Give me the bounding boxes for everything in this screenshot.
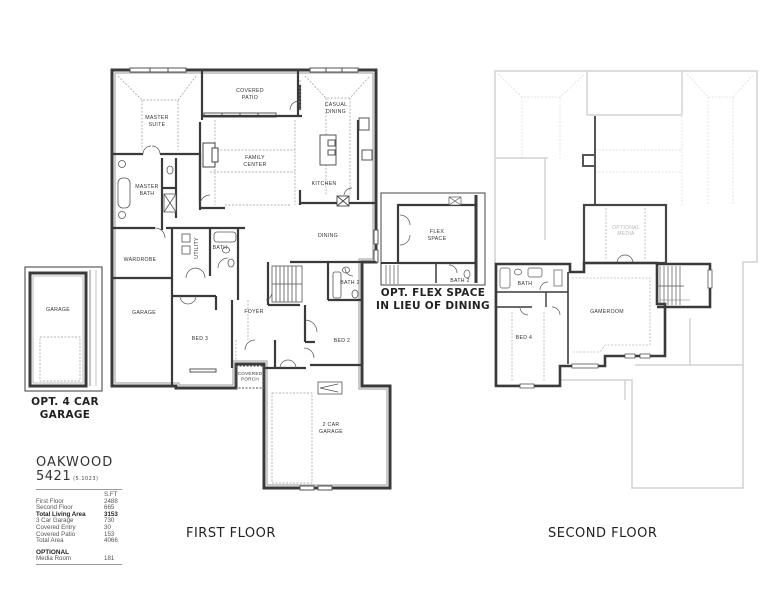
area-row: First Floor 2488: [36, 497, 122, 506]
caption-line: GARAGE: [39, 409, 91, 421]
area-value: 181: [104, 554, 115, 562]
area-value: 2488: [104, 497, 118, 505]
caption-line: OPT. FLEX SPACE: [380, 287, 486, 299]
room-bath-2: BATH 2: [340, 280, 360, 286]
area-row: 3 Car Garage 730: [36, 518, 122, 525]
room-foyer: FOYER: [244, 309, 263, 315]
covered-porch-outline: [235, 365, 265, 389]
area-label: Covered Entry: [36, 523, 76, 531]
plan-name: OAKWOOD: [36, 455, 114, 470]
area-row: Total Area 4066: [36, 538, 122, 545]
area-value: 730: [104, 517, 115, 525]
room-bed-4: BED 4: [516, 335, 533, 341]
room-bath: BATH: [213, 245, 228, 251]
area-value: 153: [104, 530, 115, 538]
area-value: 3153: [104, 510, 118, 518]
area-table: S.FT First Floor 2488 Second Floor 665 Tot…: [36, 491, 122, 545]
first-floor-caption: FIRST FLOOR: [186, 526, 276, 541]
room-utility: UTILITY: [194, 237, 200, 259]
area-row: Covered Entry 30: [36, 523, 122, 532]
plan-spec-block: OAKWOOD 5421(5.1023) S.FT First Floor 248…: [36, 455, 122, 566]
area-label: Media Room: [36, 554, 72, 562]
units-header: S.FT: [104, 491, 118, 498]
room-bath-second: BATH: [518, 281, 533, 287]
first-floor-plan: [110, 67, 392, 491]
divider: [36, 489, 122, 490]
option-garage-room-label: GARAGE: [46, 307, 70, 313]
area-row: Second Floor 665: [36, 505, 122, 512]
area-label: Second Floor: [36, 504, 73, 512]
optional-area-table: Media Room 181: [36, 554, 122, 563]
area-value: 665: [104, 504, 115, 512]
plan-code: (5.1023): [73, 476, 99, 482]
plan-number: 5421: [36, 469, 72, 484]
area-label: Total Area: [36, 537, 64, 545]
room-bed-2: BED 2: [334, 338, 351, 344]
area-value: 30: [104, 523, 111, 531]
room-bed-3: BED 3: [192, 336, 209, 342]
optional-area-row: Media Room 181: [36, 554, 122, 563]
area-row: Total Living Area 3153: [36, 510, 122, 519]
area-row: Covered Patio 153: [36, 530, 122, 539]
optional-header: OPTIONAL: [36, 548, 70, 556]
room-gameroom: GAMEROOM: [590, 309, 624, 315]
area-label: First Floor: [36, 497, 64, 505]
option-4-car-garage-plan: GARAGE: [24, 266, 103, 392]
option-flex-space-caption: OPT. FLEX SPACE IN LIEU OF DINING: [374, 287, 492, 313]
room-garage: GARAGE: [132, 310, 156, 316]
option-4-car-garage-caption: OPT. 4 CAR GARAGE: [22, 396, 108, 422]
divider: [36, 564, 122, 566]
area-header-row: S.FT: [36, 491, 122, 499]
caption-line: IN LIEU OF DINING: [376, 300, 490, 312]
flex-bath-2-label: BATH 2: [450, 278, 470, 284]
plan-number-line: 5421(5.1023): [36, 470, 122, 486]
area-value: 4066: [104, 537, 118, 545]
area-label: Total Living Area: [36, 510, 86, 518]
room-wardrobe: WARDROBE: [124, 257, 157, 263]
room-dining: DINING: [318, 233, 338, 239]
second-floor-caption: SECOND FLOOR: [548, 526, 658, 541]
area-label: 3 Car Garage: [36, 517, 74, 525]
area-label: Covered Patio: [36, 530, 76, 538]
caption-line: OPT. 4 CAR: [31, 396, 99, 408]
room-kitchen: KITCHEN: [312, 181, 337, 187]
